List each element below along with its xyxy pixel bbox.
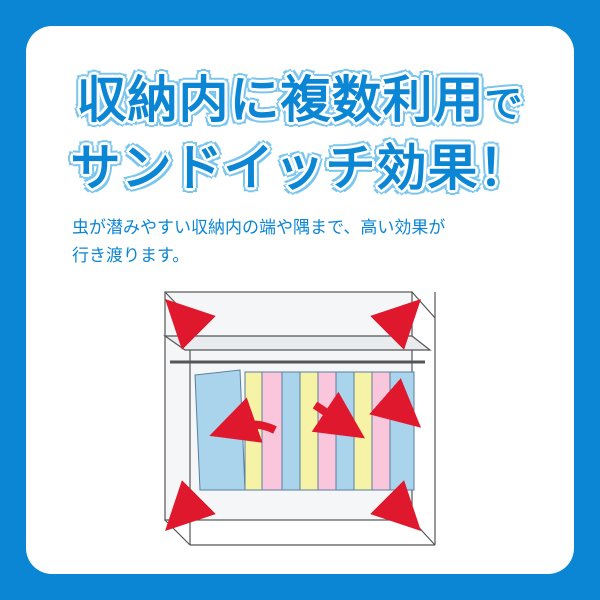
arrow-middle-center (311, 391, 365, 439)
arrow-top-right (370, 299, 421, 350)
arrow-middle-left (209, 397, 277, 443)
arrow-bottom-right (370, 480, 421, 531)
headline-line-2: サンドイッチ効果！ (70, 139, 530, 197)
red-arrows (165, 299, 422, 531)
description: 虫が潜みやすい収納内の端や隅まで、高い効果が 行き渡ります。 (72, 214, 445, 270)
headline-line-1: 収納内に複数利用で (0, 60, 600, 132)
clothes (194, 369, 415, 491)
arrow-middle-right (369, 378, 422, 428)
headline-suffix: で (484, 82, 524, 126)
headline-main: 収納内に複数利用 (76, 71, 485, 129)
arrow-bottom-left (165, 480, 216, 531)
description-line-1: 虫が潜みやすい収納内の端や隅まで、高い効果が (72, 218, 446, 238)
arrow-top-left (165, 299, 216, 350)
description-line-2: 行き渡ります。 (72, 246, 190, 266)
